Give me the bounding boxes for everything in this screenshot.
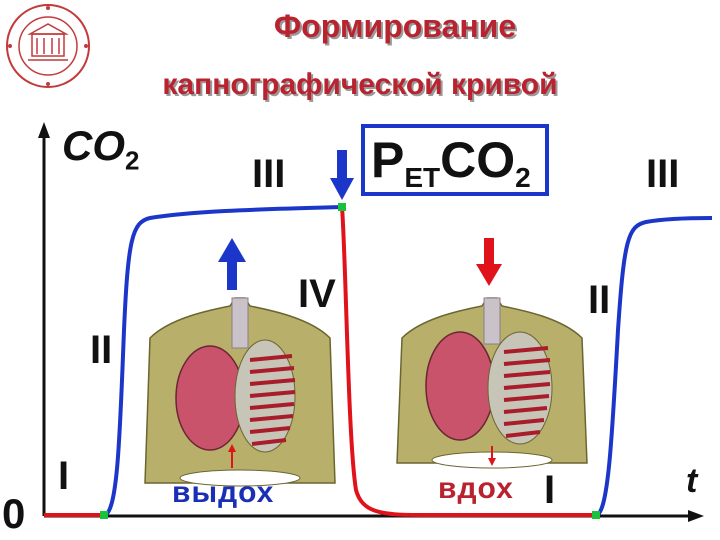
chest-anatomy-exhale-icon	[144, 297, 336, 487]
university-seal-icon	[6, 4, 90, 88]
marker-start-exhale	[100, 511, 108, 519]
y-axis-label: CO2	[62, 122, 139, 176]
petco2-p: P	[371, 132, 405, 188]
second-rise-curve	[595, 216, 713, 517]
phase-ii-left-label: II	[90, 328, 113, 372]
y-axis-label-main: CO	[62, 122, 125, 169]
y-axis-label-sub: 2	[125, 145, 140, 176]
end-tidal-arrow-icon	[330, 150, 354, 200]
x-axis-label: t	[686, 462, 698, 500]
chest-anatomy-inhale-icon	[396, 297, 588, 469]
exhale-label: выдох	[172, 476, 275, 509]
inhale-label: вдох	[438, 472, 514, 505]
phase-i-right-label: I	[544, 468, 556, 512]
page-title: Формирование	[273, 8, 517, 44]
phase-iii-left-label: III	[252, 152, 286, 196]
phase-iv-label: IV	[298, 272, 336, 316]
phase-ii-iii-curve	[103, 205, 343, 517]
origin-label: 0	[2, 490, 26, 537]
petco2-co: CO	[440, 132, 516, 188]
phase-iii-right-label: III	[646, 152, 680, 196]
phase-ii-right-label: II	[588, 278, 611, 322]
petco2-et: ET	[404, 162, 441, 193]
arrow-up-icon	[218, 238, 246, 290]
arrow-down-icon	[476, 238, 502, 286]
phase-i-label: I	[58, 454, 70, 498]
marker-end-tidal	[338, 203, 346, 211]
petco2-box: PETCO2	[361, 124, 549, 196]
phase-iv-curve	[340, 206, 596, 517]
marker-start-next	[592, 511, 600, 519]
petco2-co-sub: 2	[515, 162, 531, 193]
page-subtitle: капнографической кривой	[162, 68, 558, 101]
